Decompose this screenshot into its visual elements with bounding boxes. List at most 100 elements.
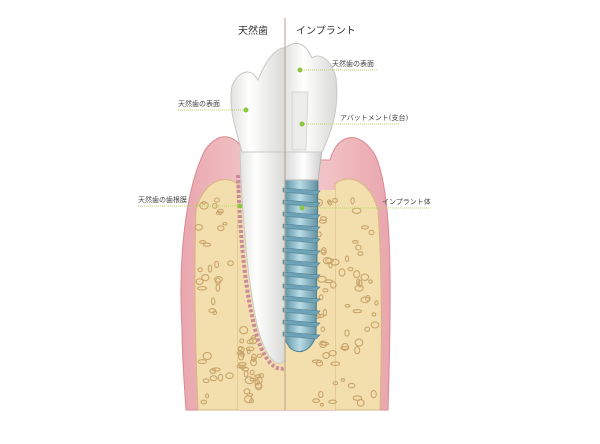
bone-pore (319, 340, 327, 349)
bone-pore (194, 223, 203, 231)
implant-thread (282, 331, 321, 340)
bone-pore (211, 367, 221, 372)
bone-pore (312, 398, 321, 403)
bone-pore (202, 351, 212, 361)
bone-pore (250, 358, 257, 367)
implant-thread (282, 319, 321, 328)
bone-pore (207, 264, 213, 273)
bone-pore (330, 281, 337, 289)
periodontal-ligament (236, 174, 286, 371)
bone-pore (322, 308, 328, 317)
natural-tooth-crown (230, 47, 286, 153)
bone-pore (352, 395, 363, 401)
bone-pore (340, 378, 346, 382)
bone-pore (197, 359, 208, 365)
bone-pore (208, 308, 217, 314)
bone-pore (364, 326, 371, 332)
bone-pore (199, 240, 207, 244)
bone-pore (350, 197, 355, 205)
bone-pore (210, 297, 216, 306)
bone-pore (249, 398, 254, 404)
abutment (284, 149, 323, 181)
bone-pore (240, 351, 245, 358)
label-implant-crown-surface: 天然歯の表面 (332, 60, 374, 68)
bone-pore (318, 390, 324, 399)
bone-pore (354, 346, 361, 355)
implant-thread (282, 295, 321, 304)
implant-threads (282, 187, 321, 340)
bone-pore (374, 300, 379, 306)
leader-dot (237, 203, 243, 209)
leader-dot (299, 121, 305, 127)
implant-thread (282, 235, 321, 244)
bone-pore (246, 392, 254, 397)
bone-pore (354, 284, 364, 292)
bone-pore (311, 359, 322, 364)
bone-pore (239, 338, 245, 344)
label-abutment: アバットメント(支台) (340, 114, 409, 122)
bone-pore (324, 279, 334, 284)
bone-pore (344, 329, 350, 337)
bone-pore (250, 353, 257, 362)
bone-pore (322, 288, 329, 293)
bone-pore (322, 351, 330, 360)
bone-pore (244, 376, 255, 385)
bone-pore (249, 369, 255, 376)
natural-tooth-root (239, 149, 286, 364)
bone-pore (222, 221, 228, 226)
bone-pore (354, 338, 364, 347)
bone-pore (217, 373, 224, 382)
implant-thread (282, 307, 321, 316)
implant-thread (282, 199, 321, 208)
bone-pore (318, 294, 324, 301)
implant-thread (282, 283, 321, 292)
bone-pore (328, 399, 337, 405)
bone-pore (318, 219, 327, 224)
bone-pore (200, 399, 208, 405)
implant-thread (282, 271, 321, 280)
bone-pore (217, 225, 225, 232)
bone-pore (319, 402, 324, 407)
bone-pore (355, 244, 362, 251)
bone-pore (237, 362, 247, 366)
label-implant-fixture: インプラント体 (382, 198, 431, 206)
bone-pore (344, 255, 350, 263)
bone-pore (332, 197, 338, 203)
bone-pore (243, 388, 251, 395)
bone-pore (340, 346, 350, 350)
bone-pore (201, 201, 206, 205)
bone-pore (365, 294, 371, 302)
bone-pore (371, 312, 377, 317)
bone-pore (246, 348, 251, 355)
bone-pore (328, 349, 337, 357)
bone-pore (357, 279, 363, 288)
bone-pore (237, 346, 245, 353)
bone-pore (254, 378, 260, 386)
bone-pore (215, 211, 223, 216)
bone-pore (214, 260, 220, 269)
bone-pore (322, 256, 332, 265)
bone-pore (356, 399, 365, 407)
bone-pore (352, 240, 359, 244)
bone-pore (202, 378, 210, 384)
bone-pore (330, 361, 341, 367)
leader-dot (243, 107, 249, 113)
bone-pore (213, 197, 220, 203)
bone-pore (347, 266, 354, 272)
implant-thread (282, 187, 321, 196)
bone-pore (360, 225, 370, 230)
abutment-core (291, 91, 309, 151)
bone-pore (205, 393, 210, 399)
bone-pores (194, 197, 380, 407)
bone-pore (216, 208, 224, 214)
bone-pore (197, 267, 203, 273)
bone-pore (215, 283, 221, 292)
bone-pore (368, 279, 373, 284)
bone-pore (239, 325, 249, 335)
bone-pore (225, 372, 234, 380)
implant-thread (282, 211, 321, 220)
bone-pore (341, 342, 349, 352)
bone (334, 178, 382, 411)
